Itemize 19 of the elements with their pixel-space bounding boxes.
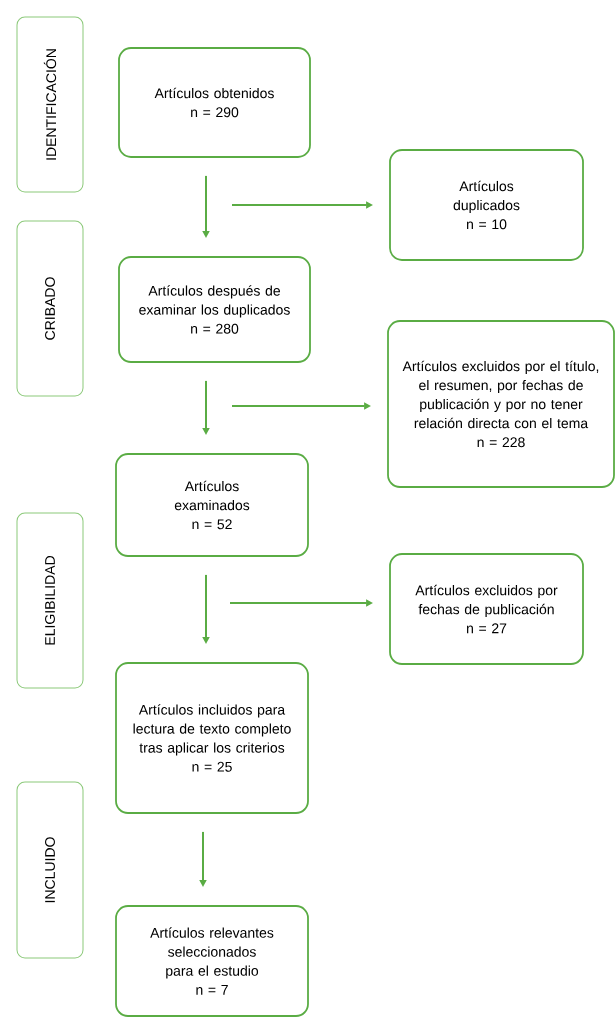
stage-label-box: ELIGIBILIDAD [16,512,84,689]
stage-label-box: INCLUIDO [16,781,84,959]
arrow [229,599,373,607]
arrow [202,573,210,644]
process-box: Artículos obtenidos n = 290 [118,47,311,158]
arrow [202,379,210,435]
process-box: Artículos excluidos por el título, el resumen, por fechas de publicación y por no tener relación directa con el tema n = 228 [387,320,615,488]
arrow [231,201,373,209]
process-box: Artículos excluidos por fechas de publicación n = 27 [389,553,584,665]
arrow [202,174,210,238]
stage-label-box: CRIBADO [16,220,84,397]
process-box: Artículos duplicados n = 10 [389,149,584,261]
arrow [231,402,371,410]
process-box: Artículos incluidos para lectura de texto completo tras aplicar los criterios n = 25 [115,662,309,814]
process-box: Artículos relevantes seleccionados para el estudio n = 7 [115,905,309,1017]
stage-label-box: IDENTIFICACIÓN [16,16,84,193]
arrow [199,830,207,887]
process-box: Artículos después de examinar los duplicados n = 280 [118,256,311,363]
process-box: Artículos examinados n = 52 [115,453,309,557]
